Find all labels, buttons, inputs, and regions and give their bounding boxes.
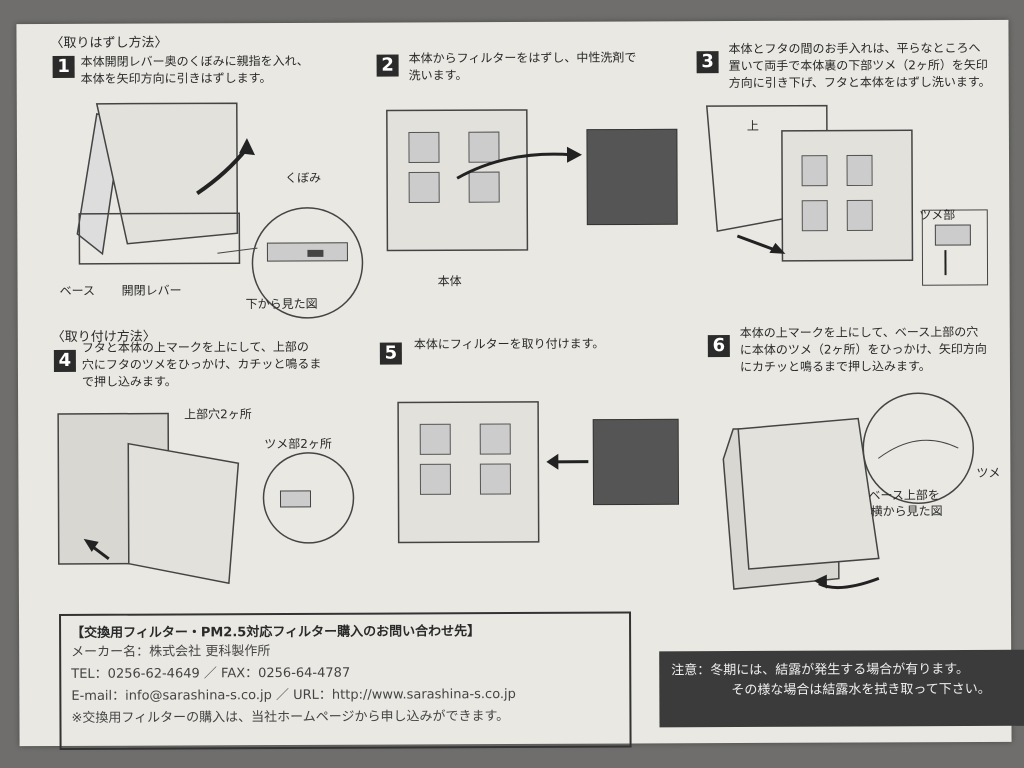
illustration-remove-cover (76, 102, 364, 319)
illustration-filter-in (397, 401, 680, 544)
label-kubomi: くぼみ (285, 170, 322, 185)
step-6-number: 6 (707, 335, 730, 358)
illustration-attach-cover (57, 412, 355, 585)
contact-email-url: E-mail：info@sarashina-s.co.jp ／ URL：http… (71, 686, 516, 704)
step-1-number: 1 (52, 55, 75, 79)
step-6-text: 本体の上マークを上にして、ベース上部の穴に本体のツメ（2ヶ所）をひっかけ、矢印方… (739, 324, 987, 375)
contact-maker: メーカー名：株式会社 更科製作所 (71, 644, 271, 660)
label-tsume-2: ツメ部2ヶ所 (264, 436, 332, 452)
step-3-number: 3 (696, 51, 719, 74)
label-ue: 上 (746, 118, 759, 133)
contact-note: ※交換用フィルターの購入は、当社ホームページから申し込みができます。 (71, 709, 510, 726)
caution-note: 注意：冬期には、結露が発生する場合が有ります。 その様な場合は結露水を拭き取って… (659, 649, 1024, 728)
step-5-number: 5 (379, 342, 402, 365)
label-lever: 開閉レバー (121, 283, 182, 298)
contact-box: 【交換用フィルター・PM2.5対応フィルター購入のお問い合わせ先】 メーカー名：… (59, 611, 632, 750)
label-side-view-1: ベース上部を (868, 488, 940, 503)
label-bottom-view: 下から見た図 (245, 296, 318, 312)
label-tsume-bu: ツメ部 (919, 208, 956, 223)
label-top-holes: 上部穴2ヶ所 (184, 407, 252, 422)
label-tsume: ツメ (976, 465, 1001, 480)
illustration-attach-base (722, 392, 975, 590)
label-hontai: 本体 (437, 274, 462, 289)
step-4-number: 4 (53, 349, 76, 373)
illustration-separate (705, 104, 989, 286)
label-base: ベース (59, 283, 96, 298)
step-2-number: 2 (376, 54, 399, 77)
illustration-filter-out (386, 109, 678, 252)
label-side-view-2: 横から見た図 (870, 504, 943, 519)
step-3-text: 本体とフタの間のお手入れは、平らなところへ置いて両手で本体裏の下部ツメ（2ヶ所）… (728, 40, 991, 91)
step-2-text: 本体からフィルターをはずし、中性洗剤で洗います。 (408, 50, 637, 83)
step-5-text: 本体にフィルターを取り付けます。 (413, 336, 605, 352)
step-4-text: フタと本体の上マークを上にして、上部の穴にフタのツメをひっかけ、カチッと鳴るまで… (81, 339, 322, 389)
contact-title: 【交換用フィルター・PM2.5対応フィルター購入のお問い合わせ先】 (71, 624, 481, 641)
contact-tel-fax: TEL：0256-62-4649 ／ FAX：0256-64-4787 (71, 665, 351, 682)
removal-heading: 〈取りはずし方法〉 (50, 35, 168, 52)
instruction-sheet: 〈取りはずし方法〉 1 本体開閉レバー奥のくぼみに親指を入れ、本体を矢印方向に引… (16, 19, 1024, 750)
step-1-text: 本体開閉レバー奥のくぼみに親指を入れ、本体を矢印方向に引きはずします。 (80, 53, 309, 86)
